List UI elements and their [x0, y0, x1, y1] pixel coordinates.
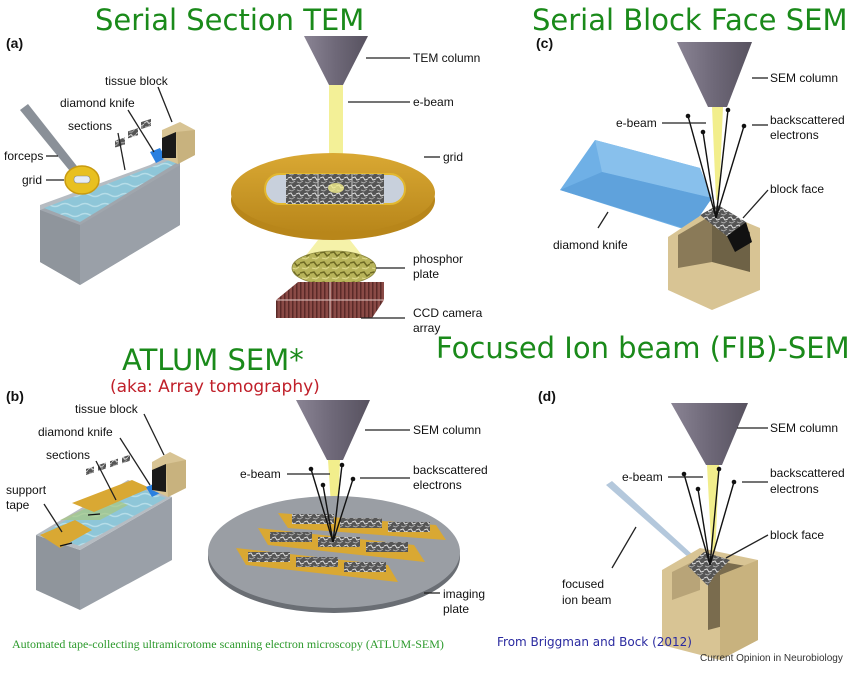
label-sem-column-d: SEM column — [770, 421, 838, 435]
label-tissue-block: tissue block — [105, 74, 169, 88]
leader-diamond-knife-b — [119, 437, 151, 486]
backscatter-rays-b — [308, 462, 356, 543]
backscatter-rays-c — [685, 107, 747, 219]
journal-name: Current Opinion in Neurobiology — [700, 653, 843, 664]
label-e-beam-a: e-beam — [413, 95, 454, 109]
label-block-face-c: block face — [770, 182, 824, 196]
sem-column-shape-c — [677, 42, 752, 107]
panel-d-letter: (d) — [538, 388, 556, 404]
label-sem-column-c: SEM column — [770, 71, 838, 85]
panel-b-title: ATLUM SEM* — [122, 343, 304, 377]
panel-c-title: Serial Block Face SEM — [532, 3, 847, 37]
panel-d-title: Focused Ion beam (FIB)-SEM — [436, 331, 850, 365]
label-block-face-d: block face — [770, 528, 824, 542]
label-diamond-knife-c: diamond knife — [553, 238, 628, 252]
panel-a-letter: (a) — [6, 35, 23, 51]
panel-d: Focused Ion beam (FIB)-SEM (d) — [436, 331, 850, 660]
label-bse-c-2: electrons — [770, 128, 819, 142]
tem-column-shape — [304, 36, 368, 85]
leader-sections — [117, 132, 126, 171]
leader-block-face-d — [725, 534, 769, 559]
label-sections: sections — [68, 119, 112, 133]
sem-column-shape-d — [671, 403, 748, 465]
figure-caption: Automated tape-collecting ultramicrotome… — [12, 637, 444, 651]
leader-fib — [611, 526, 637, 569]
sem-column-shape-b — [296, 400, 370, 460]
panel-c: Serial Block Face SEM (c) — [532, 3, 847, 310]
e-beam-shape-c — [712, 107, 723, 200]
label-tissue-block-b: tissue block — [75, 402, 139, 416]
leader-block-face-c — [742, 189, 769, 219]
tissue-block-shape-c — [668, 205, 760, 310]
support-tape-shape — [40, 454, 150, 548]
e-beam-shape-d — [707, 465, 719, 560]
leader-diamond-knife-c — [597, 211, 609, 229]
leader-tissue-block — [157, 86, 173, 123]
label-bse-d-2: electrons — [770, 482, 819, 496]
label-grid-small: grid — [22, 173, 42, 187]
leader-tissue-block-b — [143, 413, 165, 456]
label-phosphor-2: plate — [413, 267, 439, 281]
grid-small-shape — [64, 165, 100, 195]
fib-beam-shape — [606, 481, 693, 558]
label-support-1: support — [6, 483, 47, 497]
label-diamond-knife-b: diamond knife — [38, 425, 113, 439]
panel-a: Serial Section TEM (a) — [4, 3, 483, 335]
tissue-block-shape — [162, 122, 195, 164]
backscatter-rays-d — [681, 466, 737, 566]
label-bse-b-2: electrons — [413, 478, 462, 492]
label-ccd-2: array — [413, 321, 440, 335]
label-sem-column-b: SEM column — [413, 423, 481, 437]
label-plate-1: imaging — [443, 587, 485, 601]
label-sections-b: sections — [46, 448, 90, 462]
leader-sections-b — [95, 460, 117, 501]
label-bse-d-1: backscattered — [770, 466, 845, 480]
label-grid-large: grid — [443, 150, 463, 164]
label-diamond-knife: diamond knife — [60, 96, 135, 110]
label-plate-2: plate — [443, 602, 469, 616]
forceps-shape — [20, 104, 80, 176]
panel-b-letter: (b) — [6, 388, 24, 404]
panel-b-subtitle: (aka: Array tomography) — [110, 377, 320, 397]
figure-credit: From Briggman and Bock (2012) — [497, 635, 692, 649]
label-tem-column: TEM column — [413, 51, 480, 65]
label-bse-b-1: backscattered — [413, 463, 488, 477]
panel-a-title: Serial Section TEM — [95, 3, 364, 37]
label-fib-2: ion beam — [562, 593, 611, 607]
label-forceps: forceps — [4, 149, 43, 163]
leader-diamond-knife — [127, 109, 155, 153]
label-e-beam-d: e-beam — [622, 470, 663, 484]
knife-boat-trough — [40, 152, 180, 285]
label-ccd-1: CCD camera — [413, 306, 483, 320]
label-e-beam-b: e-beam — [240, 467, 281, 481]
label-fib-1: focused — [562, 577, 604, 591]
tissue-block-shape-b — [152, 452, 186, 497]
grid-large-shape — [231, 153, 435, 240]
diamond-knife-shape-c — [560, 140, 712, 230]
tissue-block-shape-d — [662, 548, 758, 660]
phosphor-plate-shape — [291, 250, 377, 286]
panel-b: ATLUM SEM* (aka: Array tomography) (b) — [6, 343, 488, 616]
ccd-array-shape — [276, 282, 384, 318]
label-bse-c-1: backscattered — [770, 113, 845, 127]
label-e-beam-c: e-beam — [616, 116, 657, 130]
tape-strips-on-plate — [236, 513, 446, 582]
panel-c-letter: (c) — [536, 35, 553, 51]
leader-support-tape — [43, 503, 63, 533]
label-phosphor-1: phosphor — [413, 252, 463, 266]
label-support-2: tape — [6, 498, 30, 512]
